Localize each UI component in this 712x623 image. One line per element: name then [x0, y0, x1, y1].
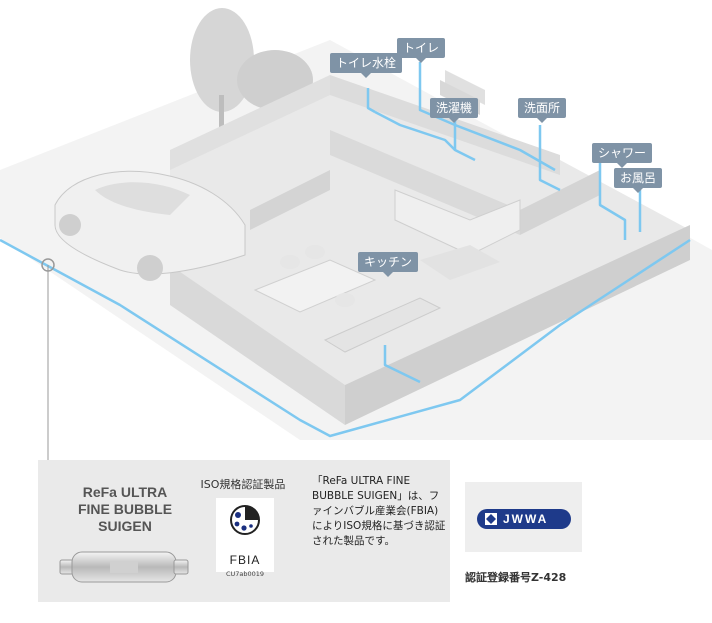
certification-description: 「ReFa ULTRA FINE BUBBLE SUIGEN」は、ファインバブル… [312, 475, 446, 547]
label-kitchen: キッチン [358, 252, 419, 277]
label-shower: シャワー [592, 143, 653, 168]
jwwa-logo-text: JWWA [503, 512, 549, 526]
product-showerhead-image [59, 551, 189, 583]
dining-table [253, 245, 377, 313]
product-title: ReFa ULTRA FINE BUBBLE SUIGEN [77, 484, 173, 534]
kitchen-counter [323, 297, 442, 353]
label-toilet-tap: トイレ水栓 [330, 53, 403, 78]
label-washroom: 洗面所 [518, 98, 567, 123]
interior-wall [520, 170, 600, 235]
back-wall [330, 75, 560, 175]
interior-wall [250, 170, 330, 230]
registration-number: 認証登録番号Z-428 [465, 571, 567, 584]
car [54, 170, 246, 281]
water-pipes [0, 62, 691, 438]
fbia-certificate-code: CU7ab0019 [225, 570, 265, 578]
product-info-panel: ReFa ULTRA FINE BUBBLE SUIGEN ISO規格認証製品 … [38, 460, 450, 602]
jwwa-emblem-icon [485, 513, 497, 525]
jwwa-badge: JWWA [477, 509, 571, 529]
left-wall [170, 75, 330, 170]
fbia-emblem-icon [230, 505, 260, 535]
label-bath: お風呂 [614, 168, 663, 193]
fbia-logo-text: FBIA [229, 553, 261, 567]
house-cutaway-illustration [0, 8, 712, 460]
sofa [394, 189, 521, 280]
pointer-dot [41, 258, 55, 272]
front-wall [170, 265, 345, 425]
interior-wall [330, 130, 520, 235]
label-toilet: トイレ [397, 38, 446, 63]
iso-certified-label: ISO規格認証製品 [200, 478, 286, 491]
right-wall [345, 225, 690, 425]
label-washing-machine: 洗濯機 [430, 98, 479, 123]
jwwa-logo-box: JWWA [465, 482, 582, 552]
fbia-logo: FBIA [216, 498, 274, 572]
